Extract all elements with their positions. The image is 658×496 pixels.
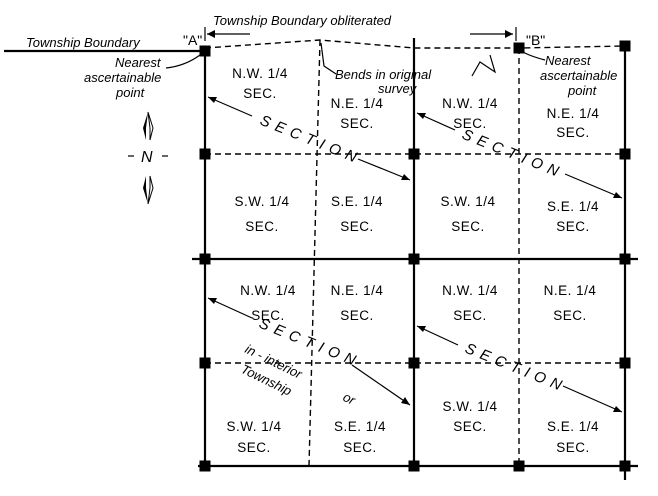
quarter-sec: SEC.: [340, 308, 374, 323]
corner-a-label: "A": [183, 32, 202, 48]
quarter-name: N.W. 1/4: [442, 283, 498, 298]
corner-marker: [513, 460, 525, 472]
quarter-name: S.E. 1/4: [547, 419, 599, 434]
section-lines: [4, 38, 638, 480]
quarter-name: S.E. 1/4: [331, 194, 383, 209]
section-label-text: SECTION: [463, 340, 570, 396]
quarter-sec: SEC.: [556, 440, 590, 455]
nearest-point-left-leader: [165, 54, 201, 69]
quarter-sec: SEC.: [340, 219, 374, 234]
quarter-sec: SEC.: [343, 440, 377, 455]
quarter-sec: SEC.: [453, 419, 487, 434]
quarter-name: N.E. 1/4: [331, 96, 384, 111]
quarter-name: S.W. 1/4: [440, 194, 495, 209]
quarter-sec: SEC.: [245, 219, 279, 234]
corner-marker: [408, 460, 420, 472]
quarter-sec: SEC.: [251, 308, 285, 323]
obliterated-span-arrow: [204, 27, 517, 41]
corner-marker: [619, 460, 631, 472]
section-label-2: SECTION: [416, 112, 623, 199]
corner-marker: [199, 148, 211, 160]
quarter-line-v1: [308, 39, 321, 467]
corner-marker: [199, 357, 211, 369]
quarter-sec: SEC.: [553, 308, 587, 323]
quarter-name: S.E. 1/4: [334, 419, 386, 434]
quarter-sec: SEC.: [451, 219, 485, 234]
quarter-sec: SEC.: [453, 116, 487, 131]
corner-markers: [199, 40, 631, 472]
north-label: N: [141, 149, 153, 166]
nearest-point-left-line3: point: [115, 85, 146, 100]
nearest-point-left-line1: Nearest: [115, 55, 162, 70]
quarter-sec: SEC.: [237, 440, 271, 455]
interior-note-line2: or: [341, 389, 359, 408]
corner-marker: [408, 148, 420, 160]
quarter-sec: SEC.: [453, 308, 487, 323]
corner-marker: [619, 148, 631, 160]
nearest-point-right-line1: Nearest: [545, 53, 592, 68]
quarter-sec: SEC.: [340, 116, 374, 131]
corner-marker: [619, 357, 631, 369]
quarter-name: N.W. 1/4: [442, 96, 498, 111]
corner-marker: [408, 357, 420, 369]
boundary-obliterated-label: Township Boundary obliterated: [213, 13, 392, 28]
north-arrow-icon: [128, 111, 168, 205]
corner-marker: [619, 253, 631, 265]
bends-leader-right: [471, 54, 497, 77]
nearest-point-right-line3: point: [567, 83, 598, 98]
corner-marker: [408, 253, 420, 265]
quarter-name: N.W. 1/4: [240, 283, 296, 298]
township-boundary-label: Township Boundary: [26, 35, 141, 50]
quarter-name: S.E. 1/4: [547, 199, 599, 214]
section-label-3: SECTION in - interior or Township: [207, 297, 411, 408]
corner-marker: [199, 253, 211, 265]
quarter-name: N.E. 1/4: [547, 106, 600, 121]
quarter-name: S.W. 1/4: [234, 194, 289, 209]
corner-marker: [513, 42, 525, 54]
quarter-sec: SEC.: [556, 219, 590, 234]
nearest-point-right-line2: ascertainable: [540, 68, 617, 83]
corner-marker: [199, 460, 211, 472]
corner-marker: [619, 40, 631, 52]
nearest-point-right-leader: [522, 51, 546, 61]
quarter-name: N.E. 1/4: [331, 283, 384, 298]
quarter-section-labels: N.W. 1/4 SEC. N.E. 1/4 SEC. N.W. 1/4 SEC…: [226, 66, 600, 455]
quarter-name: N.W. 1/4: [232, 66, 288, 81]
quarter-sec: SEC.: [556, 125, 590, 140]
quarter-name: S.W. 1/4: [226, 419, 281, 434]
quarter-name: N.E. 1/4: [544, 283, 597, 298]
corner-marker: [199, 45, 211, 57]
nearest-point-left-line2: ascertainable: [84, 70, 161, 85]
quarter-sec: SEC.: [243, 86, 277, 101]
bends-note-line1: Bends in original: [335, 67, 432, 82]
bends-note-line2: survey: [378, 81, 418, 96]
corner-b-label: "B": [526, 32, 545, 48]
bends-leader-left: [320, 42, 337, 75]
quarter-name: S.W. 1/4: [442, 399, 497, 414]
